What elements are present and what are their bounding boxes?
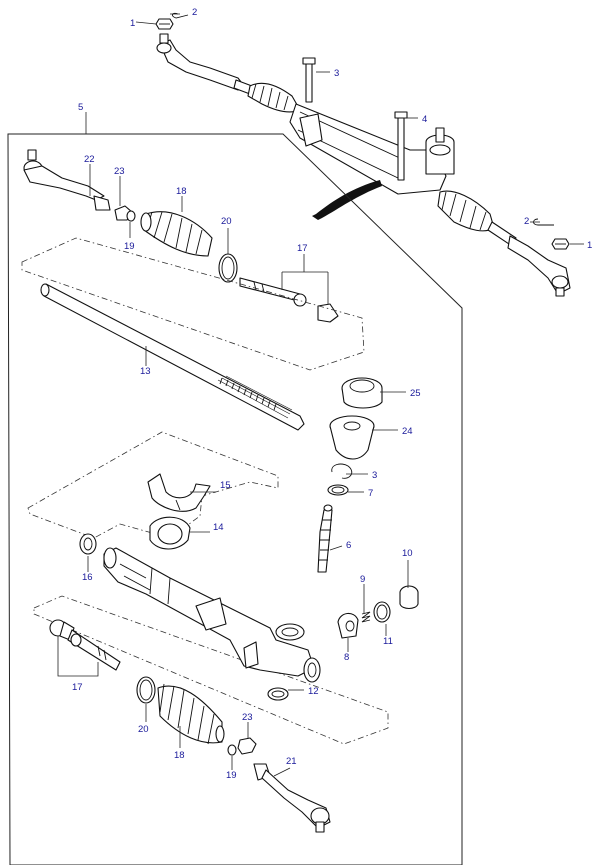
label-24-yoke: 24 xyxy=(402,426,413,437)
label-20-band-lower: 20 xyxy=(138,724,149,735)
gear-housing xyxy=(103,547,321,683)
bearing-7 xyxy=(327,484,349,496)
rack-bar-13 xyxy=(40,283,305,431)
part-labels: 1 2 3 4 5 2 1 22 23 18 19 20 17 13 25 24… xyxy=(72,7,592,781)
label-11-o-ring: 11 xyxy=(383,636,393,647)
label-1-nut-right: 1 xyxy=(587,240,592,251)
assembly-frame xyxy=(7,133,463,865)
rack-yoke-24 xyxy=(329,415,375,460)
assembled-castle-nut-right xyxy=(551,238,570,250)
label-19-clip-lower: 19 xyxy=(226,770,237,781)
label-16-bushing: 16 xyxy=(82,572,93,583)
assembled-left-tie-rod-end xyxy=(156,33,245,91)
dust-boot-18 xyxy=(140,211,213,257)
assembled-steering-gear xyxy=(155,13,571,297)
assembled-castle-nut-left xyxy=(155,18,174,30)
label-10-plug: 10 xyxy=(402,548,413,559)
label-21-tie-rod-end: 21 xyxy=(286,756,297,767)
yoke-plug-10 xyxy=(399,585,419,610)
label-9-spring: 9 xyxy=(360,574,365,585)
label-8-yoke: 8 xyxy=(344,652,349,663)
exploded-view-arrow xyxy=(312,180,382,220)
o-ring-11 xyxy=(373,601,391,623)
label-4-bolt: 4 xyxy=(422,114,427,125)
mounting-bracket-15 xyxy=(147,473,211,512)
label-18-boot-lower: 18 xyxy=(174,750,185,761)
leader-lines xyxy=(57,13,584,777)
tie-rod-group-box-upper xyxy=(21,237,365,371)
label-17-inner-tie-rod: 17 xyxy=(297,243,308,254)
label-25-yoke-plug: 25 xyxy=(410,388,421,399)
seal-12 xyxy=(267,687,289,701)
assembled-mounting-bolt-3 xyxy=(302,57,316,103)
label-17-inner-tie-rod-lower: 17 xyxy=(72,682,83,693)
tie-rod-end-21 xyxy=(253,763,331,833)
label-1-nut-top: 1 xyxy=(130,18,135,29)
inner-tie-rod-17 xyxy=(239,277,339,323)
snap-ring-3 xyxy=(331,463,353,479)
dust-boot-18-lower xyxy=(157,683,225,745)
label-7-bearing: 7 xyxy=(368,488,373,499)
label-19-clip: 19 xyxy=(124,241,135,252)
yoke-8 xyxy=(337,612,359,639)
label-2-cotter-pin-top: 2 xyxy=(192,7,197,18)
rack-bushing-16 xyxy=(79,533,97,555)
boot-band-20-lower xyxy=(136,676,156,704)
assembled-left-boot xyxy=(247,82,301,113)
yoke-spring-9 xyxy=(361,611,371,623)
tie-rod-end-22 xyxy=(23,149,111,211)
label-22-tie-rod-end: 22 xyxy=(84,154,95,165)
assembled-cotter-pin-left xyxy=(171,13,189,19)
rack-group-box xyxy=(27,431,279,539)
tie-rod-group-box-lower xyxy=(33,595,389,745)
label-15-bracket: 15 xyxy=(220,480,231,491)
label-2-cotter-pin-right: 2 xyxy=(524,216,529,227)
yoke-plug-25 xyxy=(341,377,383,409)
assembled-mounting-bolt-4 xyxy=(394,111,408,181)
label-12-seal: 12 xyxy=(308,686,319,697)
boot-band-20 xyxy=(218,253,238,283)
label-3-bolt-top: 3 xyxy=(334,68,339,79)
label-20-band: 20 xyxy=(221,216,232,227)
label-18-boot: 18 xyxy=(176,186,187,197)
assembled-right-tie-rod-end xyxy=(507,235,571,297)
label-13-rack: 13 xyxy=(140,366,151,377)
label-6-pinion: 6 xyxy=(346,540,351,551)
label-5-assembly: 5 xyxy=(78,102,83,113)
pinion-shaft-6 xyxy=(317,504,333,573)
label-23-lock-nut: 23 xyxy=(114,166,125,177)
clip-19-lower xyxy=(227,744,237,756)
inner-tie-rod-17-lower xyxy=(49,619,121,671)
assembled-pinion-housing xyxy=(425,127,455,175)
assembled-cotter-pin-right xyxy=(533,218,554,226)
assembled-gear-housing xyxy=(289,103,447,195)
lock-nut-23-lower xyxy=(237,737,257,755)
clip-19 xyxy=(126,210,136,222)
label-23-lock-nut-lower: 23 xyxy=(242,712,253,723)
assembled-right-boot xyxy=(437,190,495,232)
label-14-bushing: 14 xyxy=(213,522,224,533)
label-3-snap-ring: 3 xyxy=(372,470,377,481)
mounting-bushing-14 xyxy=(149,516,191,550)
